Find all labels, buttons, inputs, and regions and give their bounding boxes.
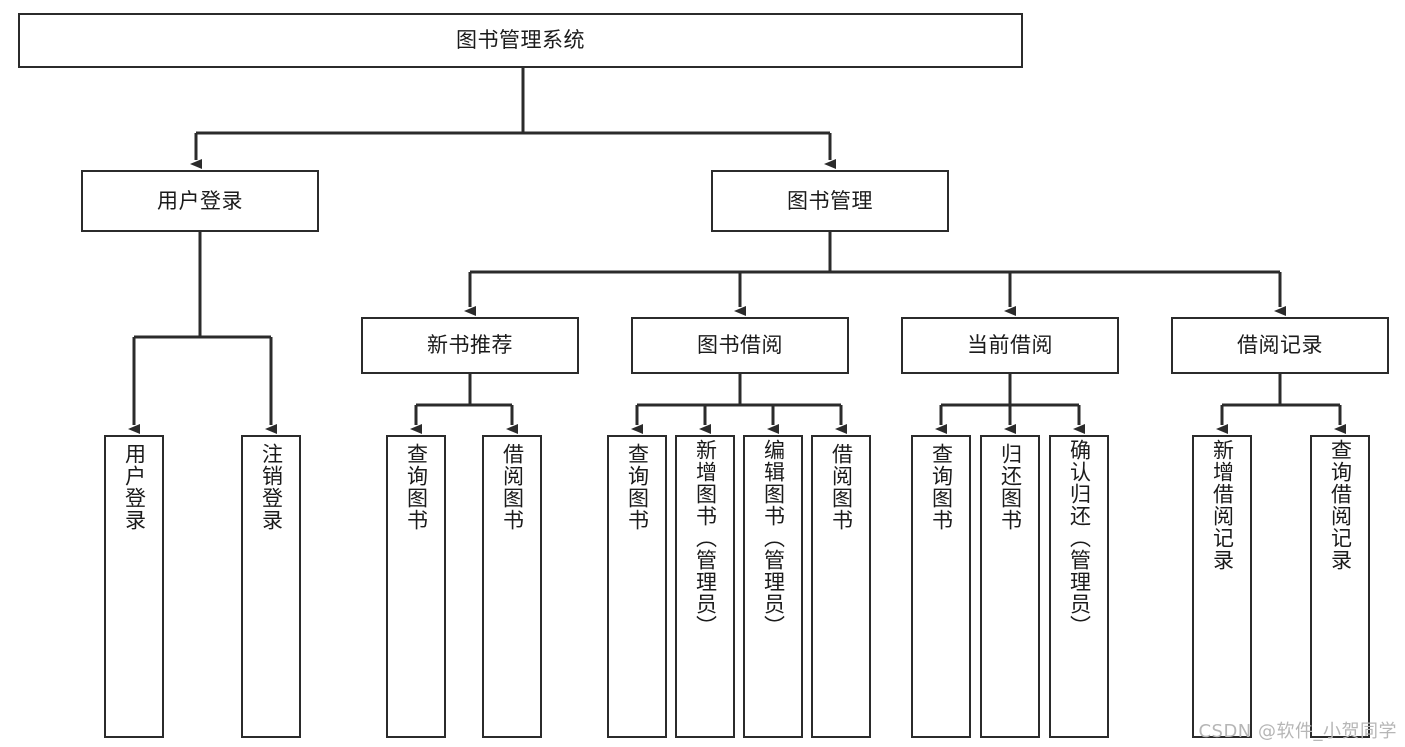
node-label: 新增借阅记录 (1210, 439, 1235, 571)
node-current-borrow[interactable]: 当前借阅 (901, 317, 1119, 374)
node-book-management[interactable]: 图书管理 (711, 170, 949, 232)
node-label: 借阅图书 (829, 443, 854, 531)
leaf-new-book-borrow-book[interactable]: 借阅图书 (482, 435, 542, 738)
leaf-user-login-logout[interactable]: 注销登录 (241, 435, 301, 738)
node-user-login[interactable]: 用户登录 (81, 170, 319, 232)
node-label: 借阅记录 (1237, 333, 1323, 358)
leaf-borrow-record-query-record[interactable]: 查询借阅记录 (1310, 435, 1370, 738)
leaf-current-borrow-return-book[interactable]: 归还图书 (980, 435, 1040, 738)
leaf-current-borrow-confirm-return-admin[interactable]: 确认归还（管理员） (1049, 435, 1109, 738)
leaf-book-borrow-edit-book-admin[interactable]: 编辑图书（管理员） (743, 435, 803, 738)
node-label: 归还图书 (998, 443, 1023, 531)
node-label: 借阅图书 (500, 443, 525, 531)
node-label: 新书推荐 (427, 333, 513, 358)
node-book-borrow[interactable]: 图书借阅 (631, 317, 849, 374)
node-label: 图书管理系统 (456, 28, 585, 53)
leaf-current-borrow-query-book[interactable]: 查询图书 (911, 435, 971, 738)
node-label: 用户登录 (157, 188, 243, 213)
leaf-book-borrow-borrow-book[interactable]: 借阅图书 (811, 435, 871, 738)
node-root-book-management-system[interactable]: 图书管理系统 (18, 13, 1023, 68)
node-new-book-recommend[interactable]: 新书推荐 (361, 317, 579, 374)
node-label: 注销登录 (259, 443, 284, 531)
node-label: 确认归还（管理员） (1067, 439, 1092, 637)
node-label: 查询图书 (929, 443, 954, 531)
node-label: 用户登录 (122, 443, 147, 531)
node-label: 新增图书（管理员） (693, 439, 718, 637)
node-label: 图书借阅 (697, 333, 783, 358)
leaf-borrow-record-add-record[interactable]: 新增借阅记录 (1192, 435, 1252, 738)
node-borrow-record[interactable]: 借阅记录 (1171, 317, 1389, 374)
node-label: 查询借阅记录 (1328, 439, 1353, 571)
leaf-new-book-query-book[interactable]: 查询图书 (386, 435, 446, 738)
leaf-book-borrow-query-book[interactable]: 查询图书 (607, 435, 667, 738)
node-label: 查询图书 (404, 443, 429, 531)
node-label: 编辑图书（管理员） (761, 439, 786, 637)
node-label: 查询图书 (625, 443, 650, 531)
leaf-user-login-login[interactable]: 用户登录 (104, 435, 164, 738)
node-label: 当前借阅 (967, 333, 1053, 358)
leaf-book-borrow-add-book-admin[interactable]: 新增图书（管理员） (675, 435, 735, 738)
node-label: 图书管理 (787, 188, 873, 213)
